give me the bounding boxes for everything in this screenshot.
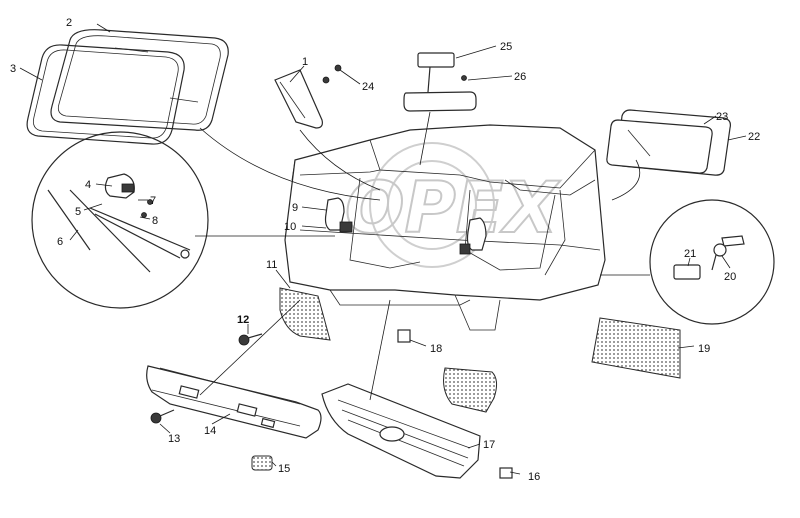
callout-3: 3 <box>10 63 16 75</box>
callout-20: 20 <box>724 271 736 283</box>
callout-11: 11 <box>266 259 277 271</box>
watermark-gear-icon <box>369 142 495 268</box>
front-bumper <box>146 365 322 439</box>
callout-22: 22 <box>748 131 760 143</box>
callout-12: 12 <box>237 314 249 326</box>
callout-10: 10 <box>284 221 296 233</box>
cab-body <box>284 124 606 331</box>
callout-23: 23 <box>716 111 728 123</box>
callout-19: 19 <box>698 343 710 355</box>
clip-16 <box>499 467 513 479</box>
rear-window-arrow <box>611 159 641 201</box>
sun-visor <box>274 69 323 129</box>
callout-9: 9 <box>292 202 298 214</box>
callout-7: 7 <box>150 195 156 207</box>
corner-vent-left <box>279 287 331 341</box>
callout-15: 15 <box>278 463 290 475</box>
callout-21: 21 <box>684 248 696 260</box>
windshield-seal <box>26 44 185 145</box>
lock-detail-circle <box>649 199 775 325</box>
callout-6: 6 <box>57 236 63 248</box>
bolt-13 <box>150 409 175 424</box>
watermark-text: OPEX <box>345 167 561 249</box>
callout-18: 18 <box>430 343 442 355</box>
rear-panel-mesh <box>591 317 681 379</box>
side-mirror-right <box>459 217 487 255</box>
bumper-guide-line <box>199 299 301 396</box>
callout-14: 14 <box>204 425 216 437</box>
grille-guide-line <box>369 299 391 401</box>
callout-8: 8 <box>152 215 158 227</box>
callout-13: 13 <box>168 433 180 445</box>
rear-window <box>606 109 731 176</box>
assembly-guide-lines <box>199 111 431 201</box>
front-grille <box>321 383 481 479</box>
windshield-glass <box>50 29 229 131</box>
watermark: OPEX <box>344 142 562 268</box>
callout-4: 4 <box>85 179 91 191</box>
callout-16: 16 <box>528 471 540 483</box>
callout-5: 5 <box>75 206 81 218</box>
clip-18 <box>397 329 411 343</box>
corner-vent-right <box>443 367 498 413</box>
callout-24: 24 <box>362 81 374 93</box>
callout-17: 17 <box>483 439 495 451</box>
interior-mirror <box>403 52 477 112</box>
callout-2: 2 <box>66 17 72 29</box>
bolt-12 <box>238 333 263 346</box>
callout-25: 25 <box>500 41 512 53</box>
wiper-detail-circle <box>31 131 209 309</box>
fog-lamp <box>251 455 273 471</box>
callout-26: 26 <box>514 71 526 83</box>
leader-lines <box>19 23 747 475</box>
screw-24 <box>322 64 342 84</box>
callout-1: 1 <box>302 56 308 68</box>
part-callouts: 1 2 3 4 5 6 7 8 9 10 11 12 13 14 15 16 1… <box>10 17 760 483</box>
side-mirror-left <box>324 197 353 233</box>
